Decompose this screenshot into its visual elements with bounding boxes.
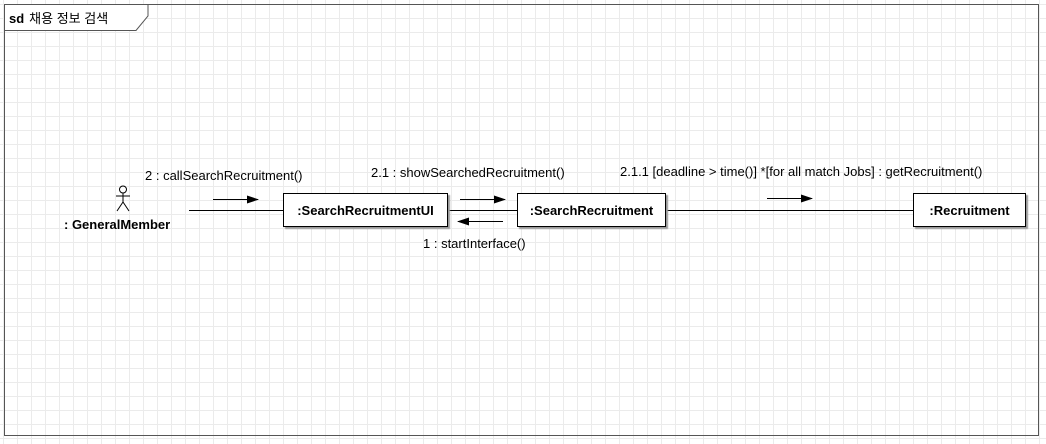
frame-tab <box>4 4 149 31</box>
actor-general-member-label: : GeneralMember <box>64 217 171 232</box>
frame-title: sd 채용 정보 검색 <box>9 8 108 27</box>
frame-keyword: sd <box>9 11 25 26</box>
lifeline-search-recruitment[interactable]: :SearchRecruitment <box>517 193 666 227</box>
message-label-2: 2 : callSearchRecruitment() <box>145 168 303 183</box>
lifeline-search-recruitment-ui[interactable]: :SearchRecruitmentUI <box>283 193 448 227</box>
message-label-1: 1 : startInterface() <box>423 236 526 251</box>
frame-name: 채용 정보 검색 <box>29 11 109 26</box>
stick-figure-actor-icon <box>116 185 130 212</box>
message-label-2-1-1: 2.1.1 [deadline > time()] *[for all matc… <box>620 164 983 179</box>
diagram-frame <box>4 4 1039 436</box>
message-label-2-1: 2.1 : showSearchedRecruitment() <box>371 165 565 180</box>
lifeline-recruitment[interactable]: :Recruitment <box>913 193 1026 227</box>
